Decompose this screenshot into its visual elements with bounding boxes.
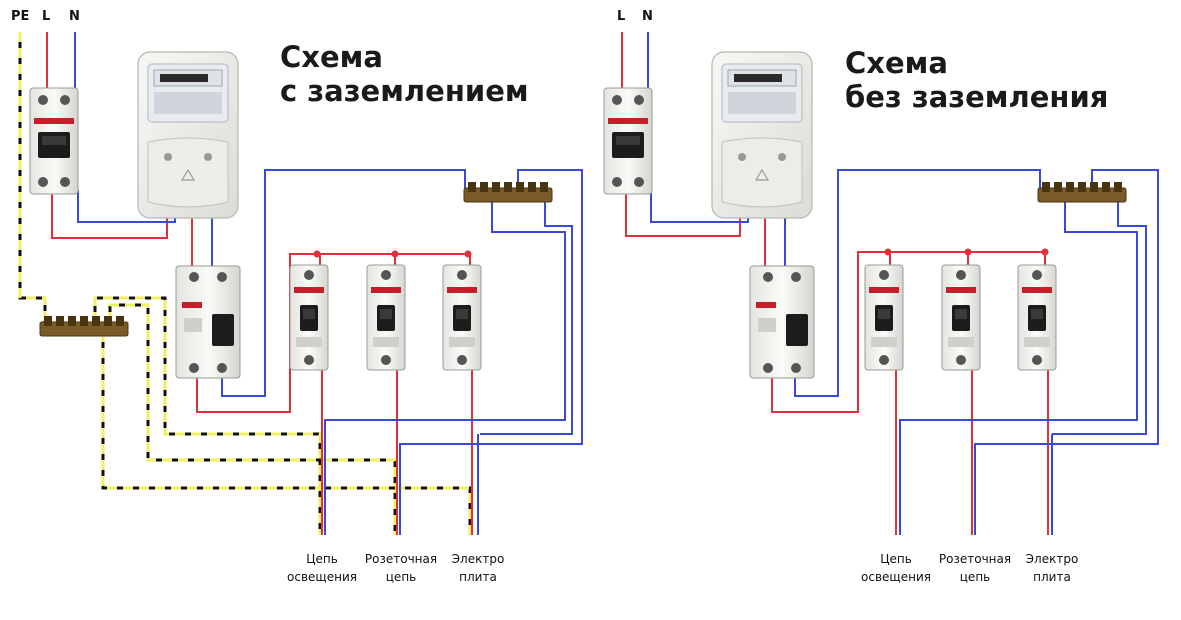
- left-phase-junctions: [313, 250, 472, 258]
- left-n-label: N: [69, 9, 80, 24]
- left-title-line2: с заземлением: [280, 74, 529, 108]
- right-circuit-sockets-label: Розеточная цепь: [926, 550, 1024, 586]
- left-earth-wires: [18, 32, 472, 535]
- left-circuit-stove-line2: плита: [459, 570, 497, 584]
- right-phase-junctions: [884, 248, 1049, 256]
- right-rcd: [749, 265, 815, 379]
- right-circuit-lighting-line1: Цепь: [880, 552, 912, 566]
- right-title-line2: без заземления: [845, 80, 1109, 114]
- left-circuit-sockets-label: Розеточная цепь: [352, 550, 450, 586]
- left-rcd: [175, 265, 241, 379]
- left-circuit-lighting-line1: Цепь: [306, 552, 338, 566]
- right-mcb-lighting: [864, 264, 904, 371]
- left-mcb-stove: [442, 264, 482, 371]
- right-energy-meter: [711, 51, 813, 219]
- right-mcb-stove: [1017, 264, 1057, 371]
- left-energy-meter: [137, 51, 239, 219]
- left-title: Схема с заземлением: [280, 40, 529, 108]
- right-neutral-wires: [647, 32, 1159, 535]
- right-main-breaker: [603, 87, 653, 195]
- left-circuit-stove-line1: Электро: [451, 552, 505, 566]
- right-circuit-lighting-line2: освещения: [861, 570, 931, 584]
- left-l-label: L: [42, 9, 51, 24]
- right-circuit-stove-line1: Электро: [1025, 552, 1079, 566]
- left-pe-label: PE: [11, 9, 30, 24]
- right-l-label: L: [617, 9, 626, 24]
- right-title: Схема без заземления: [845, 46, 1108, 114]
- left-circuit-stove-label: Электро плита: [440, 550, 516, 586]
- right-circuit-stove-label: Электро плита: [1014, 550, 1090, 586]
- left-neutral-bus: [463, 181, 553, 203]
- left-circuit-sockets-line2: цепь: [385, 570, 417, 584]
- left-main-breaker: [29, 87, 79, 195]
- right-circuit-sockets-line1: Розеточная: [938, 552, 1012, 566]
- left-earth-bus: [39, 315, 129, 337]
- right-neutral-bus: [1037, 181, 1127, 203]
- right-circuit-stove-line2: плита: [1033, 570, 1071, 584]
- right-mcb-sockets: [941, 264, 981, 371]
- left-title-line1: Схема: [280, 40, 383, 74]
- left-mcb-lighting: [289, 264, 329, 371]
- right-title-line1: Схема: [845, 46, 948, 80]
- left-circuit-lighting-line2: освещения: [287, 570, 357, 584]
- left-mcb-sockets: [366, 264, 406, 371]
- right-circuit-sockets-line2: цепь: [959, 570, 991, 584]
- right-circuit-lighting-label: Цепь освещения: [846, 550, 946, 586]
- right-n-label: N: [642, 9, 653, 24]
- left-neutral-wires: [74, 32, 583, 535]
- left-circuit-lighting-label: Цепь освещения: [272, 550, 372, 586]
- left-circuit-sockets-line1: Розеточная: [364, 552, 438, 566]
